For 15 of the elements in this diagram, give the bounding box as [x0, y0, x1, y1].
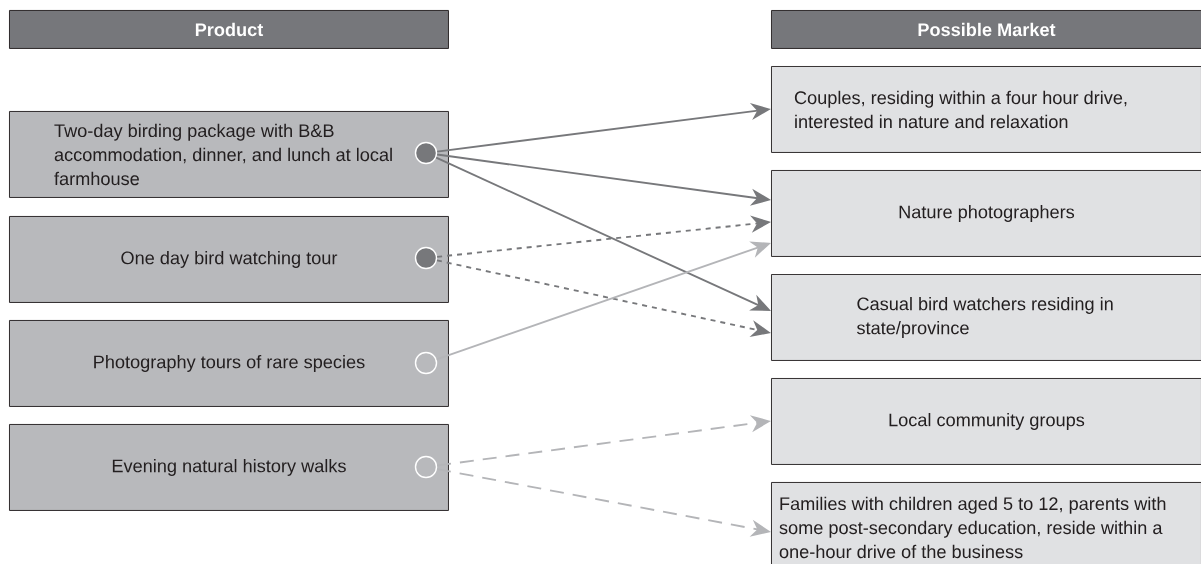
connector-dot: [414, 455, 438, 479]
market-box: Nature photographers: [771, 170, 1201, 257]
market-box: Casual bird watchers residing in state/province: [771, 274, 1201, 361]
product-box: Evening natural history walks: [9, 424, 449, 511]
product-box: Photography tours of rare species: [9, 320, 449, 407]
market-box: Local community groups: [771, 378, 1201, 465]
column-header: Product: [9, 10, 449, 49]
connector-dot: [414, 246, 438, 270]
column-header: Possible Market: [771, 10, 1201, 49]
market-box: Couples, residing within a four hour drive, interested in nature and relaxation: [771, 66, 1201, 153]
connector-dot: [414, 351, 438, 375]
connector-dot: [414, 141, 438, 165]
product-box: One day bird watching tour: [9, 216, 449, 303]
product-box: Two-day birding package with B&B accommodation, dinner, and lunch at local farmhouse: [9, 111, 449, 198]
market-box: Families with children aged 5 to 12, parents with some post-secondary education, reside within a one-hour drive of the business: [771, 482, 1201, 564]
